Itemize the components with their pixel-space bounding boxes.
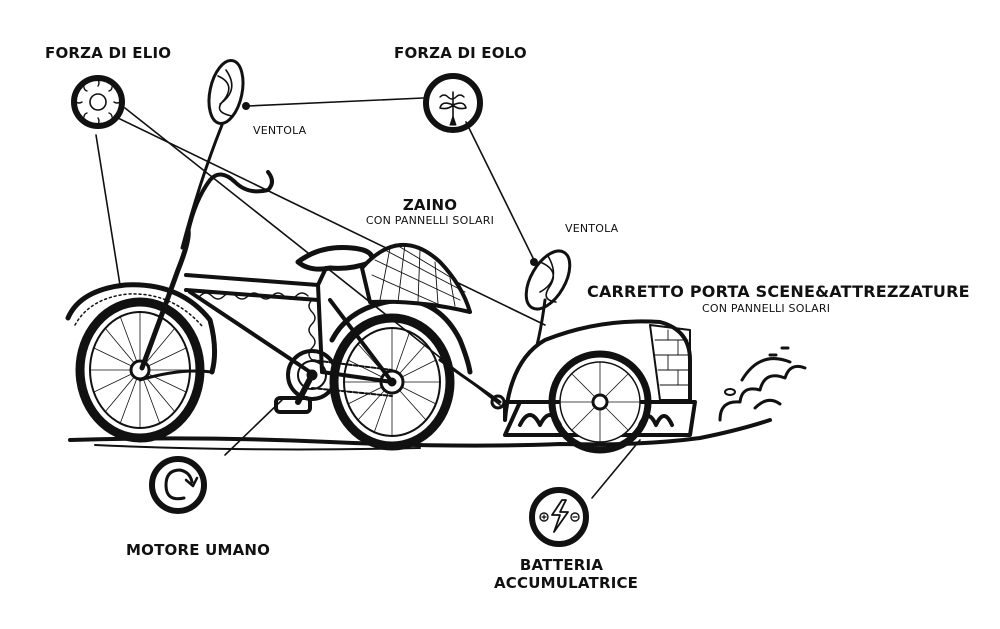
label-zaino-subtitle: CON PANNELLI SOLARI	[365, 214, 495, 227]
handlebar-stem	[186, 170, 274, 234]
dust-clouds	[718, 346, 807, 422]
label-motore-umano: MOTORE UMANO	[126, 541, 271, 559]
trailer-hitch	[438, 358, 502, 404]
fork-brace	[138, 369, 214, 382]
front-fan	[207, 59, 245, 125]
cart-wheel	[548, 350, 652, 454]
label-forza-eolo: FORZA DI EOLO	[394, 44, 527, 62]
cart-brick-panel	[649, 324, 691, 401]
label-batteria-line1: BATTERIA	[519, 556, 604, 574]
rear-fan	[524, 249, 572, 311]
label-zaino-title: ZAINO	[402, 196, 458, 214]
label-ventola-front: VENTOLA	[253, 124, 307, 137]
label-forza-elio: FORZA DI ELIO	[45, 44, 172, 62]
battery-lightning-icon	[529, 487, 589, 547]
seat-post	[316, 266, 328, 287]
chainring	[286, 349, 338, 401]
wind-turbine-icon	[423, 73, 483, 133]
connector-dot	[242, 102, 250, 110]
solar-backpack	[360, 242, 472, 314]
cart-brick-lines	[654, 329, 689, 386]
ground-line	[68, 418, 772, 448]
label-carretto-subtitle: CON PANNELLI SOLARI	[702, 302, 831, 315]
connector-dot	[530, 258, 538, 266]
front-fork	[139, 227, 191, 371]
pedal	[274, 396, 312, 414]
front-fan-pole	[180, 123, 224, 250]
front-wheel	[75, 297, 205, 443]
backpack-grid	[371, 243, 466, 307]
sun-icon	[71, 75, 125, 129]
chain	[311, 359, 393, 397]
chainring-inner	[297, 360, 327, 390]
ground-shadow	[94, 444, 421, 451]
label-ventola-rear: VENTOLA	[565, 222, 619, 235]
label-batteria-line2: ACCUMULATRICE	[494, 574, 639, 592]
label-carretto-title: CARRETTO PORTA SCENE&ATTREZZATURE	[587, 282, 970, 301]
rotation-arrow-icon	[149, 456, 207, 514]
